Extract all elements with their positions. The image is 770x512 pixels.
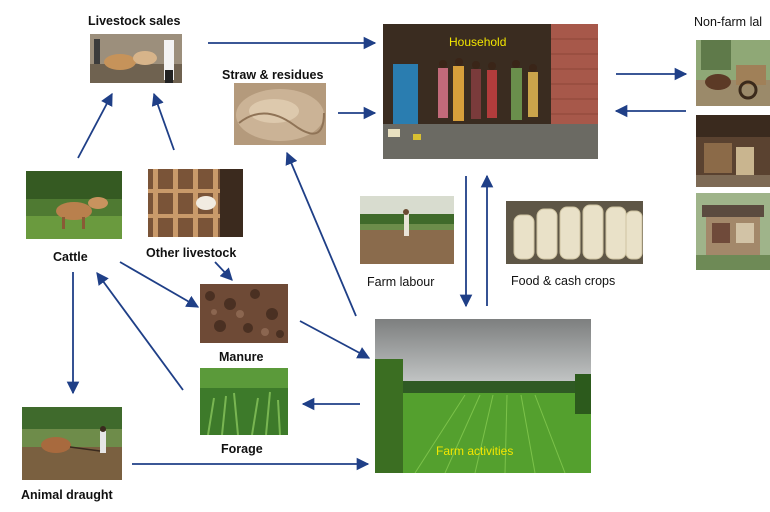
livestock-sales-label: Livestock sales (88, 14, 181, 28)
farm-labour-photo (360, 196, 454, 264)
animal-draught-label: Animal draught (21, 488, 113, 502)
farm-activities-photo (375, 319, 591, 473)
livestock-sales-photo (90, 34, 182, 83)
food-cash-crops-label: Food & cash crops (511, 274, 616, 288)
arrow-cattle-to-livestock-sales (77, 92, 113, 159)
arrow-cattle-to-manure (119, 261, 200, 308)
cattle-photo (26, 171, 122, 239)
farm-activities-label: Farm activities (436, 444, 514, 458)
manure-label: Manure (219, 350, 264, 364)
other-livestock-label: Other livestock (146, 246, 237, 260)
food-cash-crops-photo (506, 201, 643, 264)
arrow-other-livestock-to-livestock-sales (151, 92, 175, 151)
non-farm-photo-shop (696, 115, 770, 187)
arrow-farm-activities-to-straw (285, 151, 357, 317)
non-farm-photo-kiosk (696, 193, 770, 270)
cattle-label: Cattle (53, 250, 88, 264)
arrow-forage-to-cattle (96, 271, 184, 391)
straw-residues-label: Straw & residues (222, 68, 324, 82)
household-label: Household (449, 35, 507, 49)
other-livestock-photo (148, 169, 243, 237)
arrow-manure-to-farm-activities (299, 320, 371, 359)
arrow-other-livestock-to-manure (214, 261, 233, 281)
animal-draught-photo (22, 407, 122, 480)
straw-residues-photo (234, 83, 326, 145)
farm-labour-label: Farm labour (367, 275, 435, 289)
non-farm-label: Non-farm lal (694, 15, 763, 29)
forage-label: Forage (221, 442, 263, 456)
household-photo (383, 24, 598, 159)
manure-photo (200, 284, 288, 343)
forage-photo (200, 368, 288, 435)
non-farm-photo-cart (696, 40, 770, 106)
